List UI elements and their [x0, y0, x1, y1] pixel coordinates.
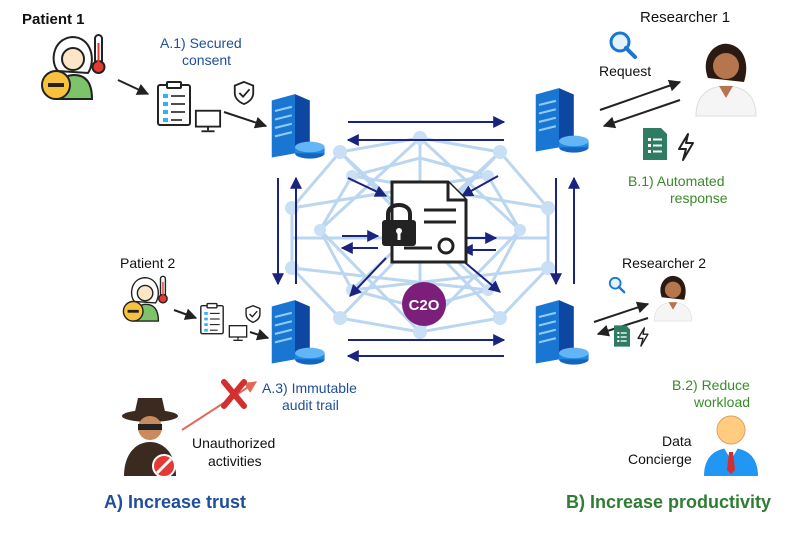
server-icon-top-left — [270, 93, 326, 160]
consent-to-server-arrow — [223, 111, 268, 129]
c2o-label: C2O — [409, 297, 440, 314]
consent-to-server-arrow — [249, 328, 270, 341]
section-a-title: A) Increase trust — [104, 492, 246, 512]
patient1-to-consent-arrow — [117, 79, 150, 95]
shield-check-icon — [245, 304, 261, 324]
server-icon-bottom-left — [270, 299, 326, 366]
response-arrow — [602, 99, 681, 129]
locked-document-icon — [382, 180, 468, 264]
researcher-avatar-icon — [653, 275, 693, 322]
request-arrow — [599, 79, 682, 111]
patient2-to-consent-arrow — [173, 308, 198, 320]
researcher-1-label: Researcher 1 — [640, 9, 730, 26]
clipboard-checklist-icon — [200, 302, 224, 335]
server-icon-top-right — [534, 87, 590, 154]
reduce-workload-label-line1: B.2) Reduce — [672, 377, 750, 393]
lightning-icon — [678, 133, 694, 161]
red-x-icon — [221, 379, 247, 409]
automated-response-label-line1: B.1) Automated — [628, 173, 725, 189]
researcher-avatar-icon — [695, 43, 757, 117]
shield-check-icon — [233, 80, 255, 106]
c2o-logo-icon — [402, 282, 446, 326]
report-sheet-icon — [642, 127, 668, 161]
patient-with-thermometer-icon — [122, 274, 169, 323]
audit-trail-label-line1: A.3) Immutable — [262, 380, 357, 396]
unauthorized-label-line2: activities — [208, 453, 262, 469]
clipboard-checklist-icon — [156, 80, 192, 127]
section-b-title: B) Increase productivity — [566, 492, 771, 512]
automated-response-label-line2: response — [670, 190, 728, 206]
data-concierge-label-line1: Data — [662, 433, 692, 449]
secured-consent-label-line2: consent — [182, 52, 231, 68]
lightning-icon — [637, 327, 649, 347]
report-sheet-icon — [613, 324, 631, 348]
secured-consent-label-line1: A.1) Secured — [160, 35, 242, 51]
request-label: Request — [599, 63, 651, 79]
data-concierge-icon — [704, 415, 758, 476]
blocked-icon — [152, 454, 176, 478]
computer-monitor-icon — [228, 324, 248, 342]
server-arrows — [272, 116, 580, 362]
patient-with-thermometer-icon — [42, 35, 105, 99]
unauthorized-label-line1: Unauthorized — [192, 435, 275, 451]
audit-trail-label-line2: audit trail — [282, 397, 339, 413]
magnifier-icon — [609, 31, 637, 59]
reduce-workload-label-line2: workload — [693, 394, 750, 410]
magnifier-icon — [608, 276, 626, 294]
researcher-2-label: Researcher 2 — [622, 255, 706, 271]
computer-monitor-icon — [194, 109, 222, 133]
unauthorized-arrow — [181, 381, 258, 431]
data-concierge-label-line2: Concierge — [628, 451, 692, 467]
request-arrow — [593, 301, 650, 323]
server-icon-bottom-right — [534, 299, 590, 366]
patient-1-label: Patient 1 — [22, 11, 85, 28]
patient-2-label: Patient 2 — [120, 255, 175, 271]
